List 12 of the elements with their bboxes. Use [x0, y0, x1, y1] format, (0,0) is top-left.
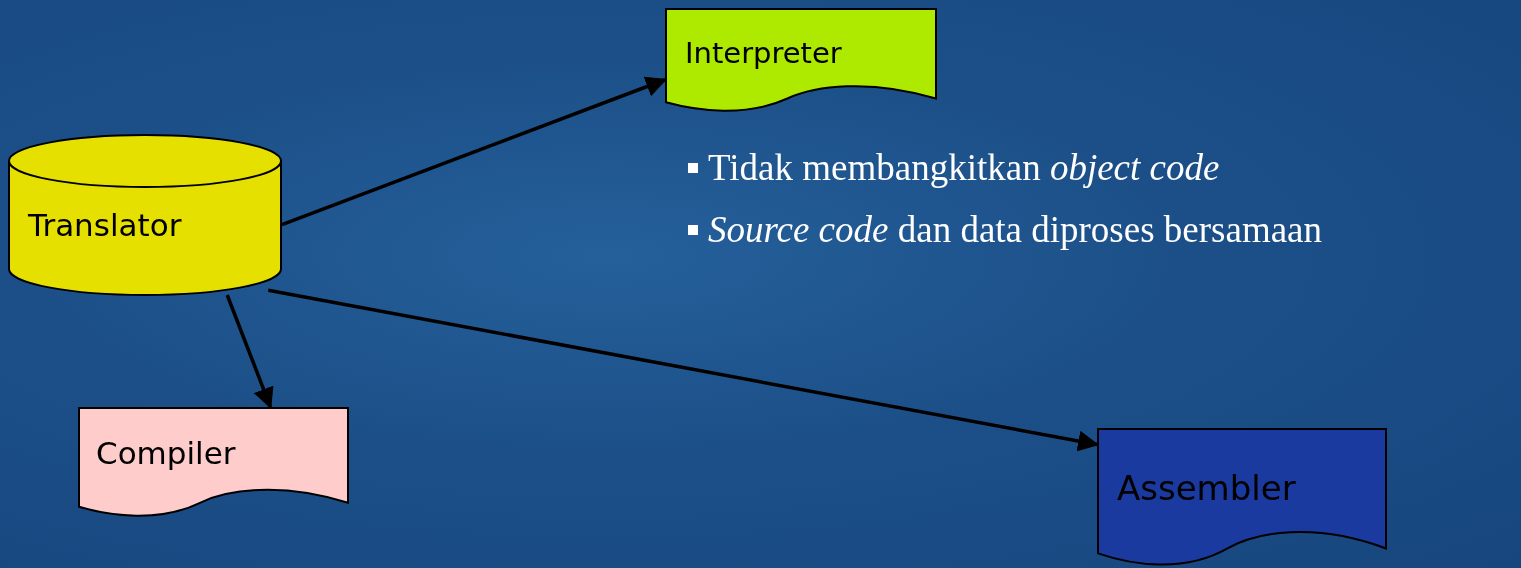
document-shape: [665, 8, 937, 112]
node-label: Assembler: [1117, 468, 1296, 508]
document-shape: [1097, 428, 1387, 566]
node-label: Interpreter: [685, 36, 842, 70]
bullet-text: Source code dan data diproses bersamaan: [688, 208, 1323, 251]
bullet-text: Tidak membangkitkan object code: [688, 146, 1220, 189]
database-cylinder: [8, 135, 282, 295]
node-label: Translator: [28, 207, 182, 243]
node-label: Compiler: [96, 435, 236, 471]
arrow: [281, 76, 667, 227]
arrow: [225, 294, 274, 409]
document-shape: [78, 407, 349, 517]
